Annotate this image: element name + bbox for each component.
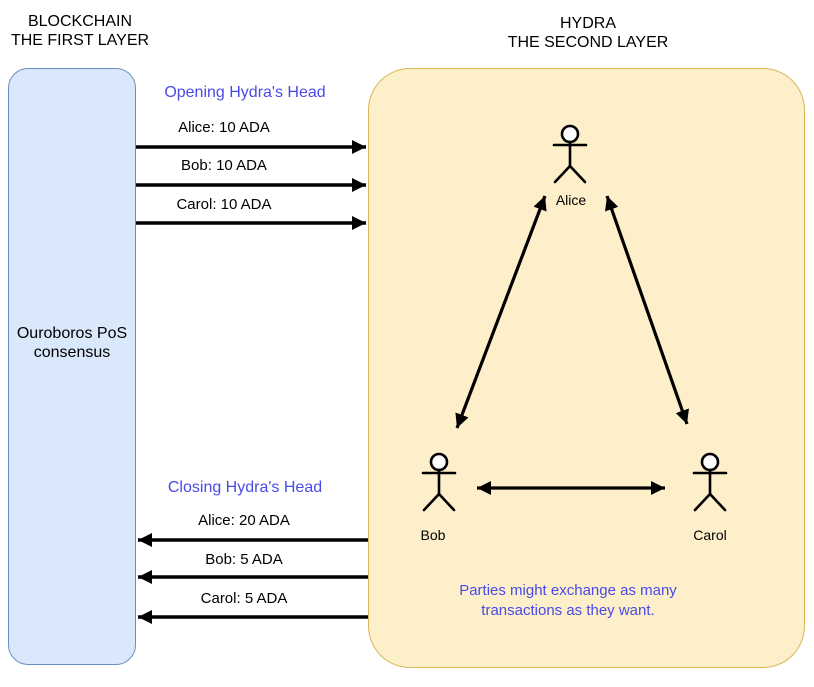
opening-head-title: Opening Hydra's Head — [164, 84, 326, 101]
closing-tx-alice-label: Alice: 20 ADA — [198, 512, 290, 529]
hydra-layer-heading: HYDRA THE SECOND LAYER — [478, 14, 698, 52]
closing-tx-carol-label: Carol: 5 ADA — [200, 590, 288, 607]
hydra-heading-line1: HYDRA — [559, 15, 616, 32]
actor-bob-label: Bob — [420, 527, 446, 543]
blockchain-heading-line1: BLOCKCHAIN — [27, 13, 133, 30]
layer1-box-label: Ouroboros PoS consensus — [16, 325, 128, 361]
actor-alice-label: Alice — [555, 192, 587, 208]
opening-tx-carol-label: Carol: 10 ADA — [176, 196, 272, 213]
closing-head-title: Closing Hydra's Head — [167, 479, 323, 496]
closing-tx-bob-label: Bob: 5 ADA — [205, 551, 283, 568]
layer1-box — [8, 68, 136, 665]
hydra-box — [368, 68, 805, 668]
blockchain-heading-line2: THE FIRST LAYER — [10, 32, 150, 49]
opening-tx-alice-label: Alice: 10 ADA — [178, 119, 270, 136]
hydra-note: Parties might exchange as many transacti… — [459, 582, 677, 619]
blockchain-layer-heading: BLOCKCHAIN THE FIRST LAYER — [0, 12, 160, 50]
hydra-heading-line2: THE SECOND LAYER — [507, 34, 669, 51]
actor-carol-label: Carol — [693, 527, 727, 543]
opening-tx-bob-label: Bob: 10 ADA — [181, 157, 267, 174]
